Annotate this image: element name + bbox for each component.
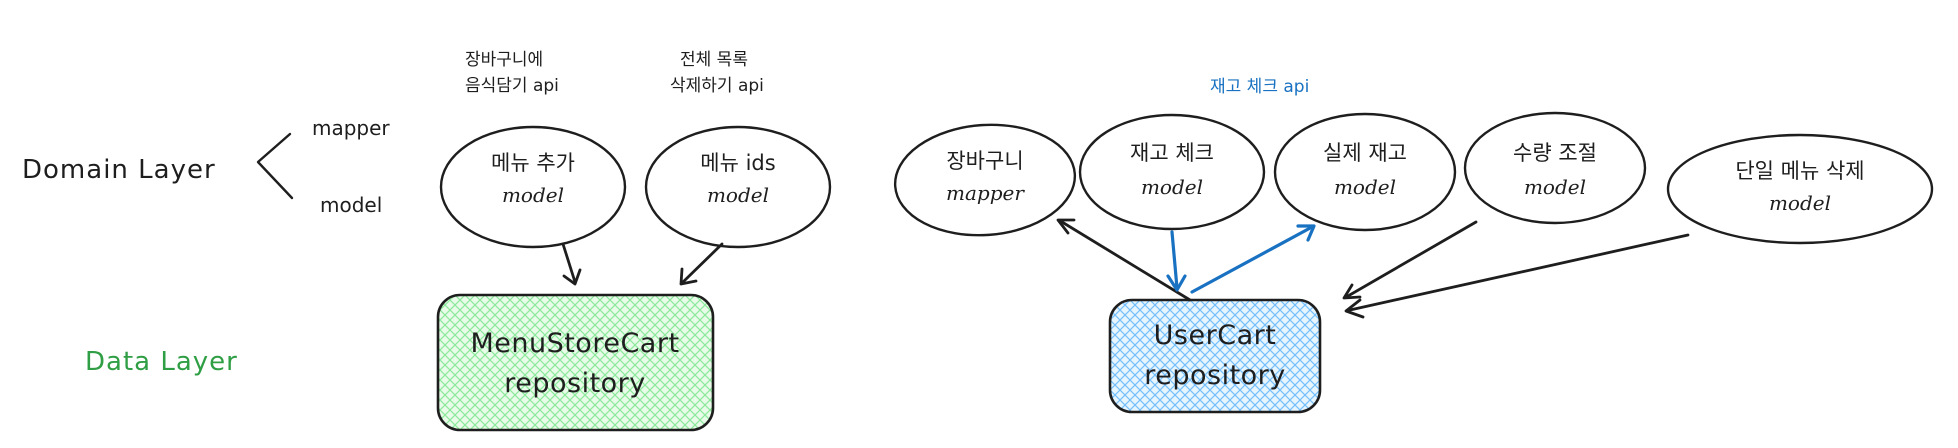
quantity-adjust-node-type: model xyxy=(1524,175,1586,199)
arrow-repo-to-cart-mapper xyxy=(1056,218,1192,302)
user-cart-repository: UserCart repository xyxy=(1108,298,1322,414)
stock-check-api-note: 재고 체크 api xyxy=(1210,77,1309,97)
cart-mapper-node: 장바구니 mapper xyxy=(893,123,1077,237)
domain-layer-label: Domain Layer xyxy=(22,155,216,185)
quantity-adjust-node-title: 수량 조절 xyxy=(1513,141,1597,165)
actual-stock-node-type: model xyxy=(1334,175,1396,199)
menu-add-model-node: 메뉴 추가 model xyxy=(439,125,627,249)
single-menu-delete-model-node: 단일 메뉴 삭제 model xyxy=(1666,133,1934,245)
arrow-single-delete-to-repo xyxy=(1344,233,1690,319)
add-food-api-note-line1: 장바구니에 xyxy=(465,50,543,70)
menu-store-cart-subtitle: repository xyxy=(504,368,646,399)
add-food-api-note-line2: 음식담기 api xyxy=(465,76,559,96)
mapper-label: mapper xyxy=(312,116,390,140)
stock-check-model-node: 재고 체크 model xyxy=(1078,113,1266,231)
menu-ids-node-title: 메뉴 ids xyxy=(700,151,775,175)
menu-add-node-type: model xyxy=(502,183,564,207)
quantity-adjust-model-node: 수량 조절 model xyxy=(1463,111,1647,225)
menu-store-cart-repository: MenuStoreCart repository xyxy=(436,293,715,432)
menu-store-cart-title: MenuStoreCart xyxy=(470,328,679,359)
menu-add-node-title: 메뉴 추가 xyxy=(491,151,575,175)
data-layer-label: Data Layer xyxy=(85,347,238,377)
stock-check-node-title: 재고 체크 xyxy=(1130,141,1214,165)
stock-check-node-type: model xyxy=(1141,175,1203,199)
menu-ids-model-node: 메뉴 ids model xyxy=(644,125,832,249)
arrow-menu-add-to-repo xyxy=(561,242,582,286)
user-cart-title: UserCart xyxy=(1154,320,1277,351)
model-label: model xyxy=(320,193,382,217)
single-delete-node-title: 단일 메뉴 삭제 xyxy=(1735,159,1864,183)
actual-stock-node-title: 실제 재고 xyxy=(1323,141,1407,165)
single-delete-node-type: model xyxy=(1769,191,1831,215)
cart-mapper-node-type: mapper xyxy=(946,181,1025,205)
actual-stock-model-node: 실제 재고 model xyxy=(1273,112,1457,232)
user-cart-subtitle: repository xyxy=(1144,360,1286,391)
bracket-icon xyxy=(256,132,294,200)
cart-mapper-node-title: 장바구니 xyxy=(946,149,1023,173)
arrow-repo-to-actual-stock xyxy=(1190,224,1316,294)
arrow-stock-check-to-repo xyxy=(1166,230,1187,292)
delete-all-api-note-line1: 전체 목록 xyxy=(680,50,748,70)
delete-all-api-note-line2: 삭제하기 api xyxy=(670,76,764,96)
arrow-quantity-adjust-to-repo xyxy=(1342,220,1478,300)
arrow-menu-ids-to-repo xyxy=(679,242,724,286)
menu-ids-node-type: model xyxy=(707,183,769,207)
